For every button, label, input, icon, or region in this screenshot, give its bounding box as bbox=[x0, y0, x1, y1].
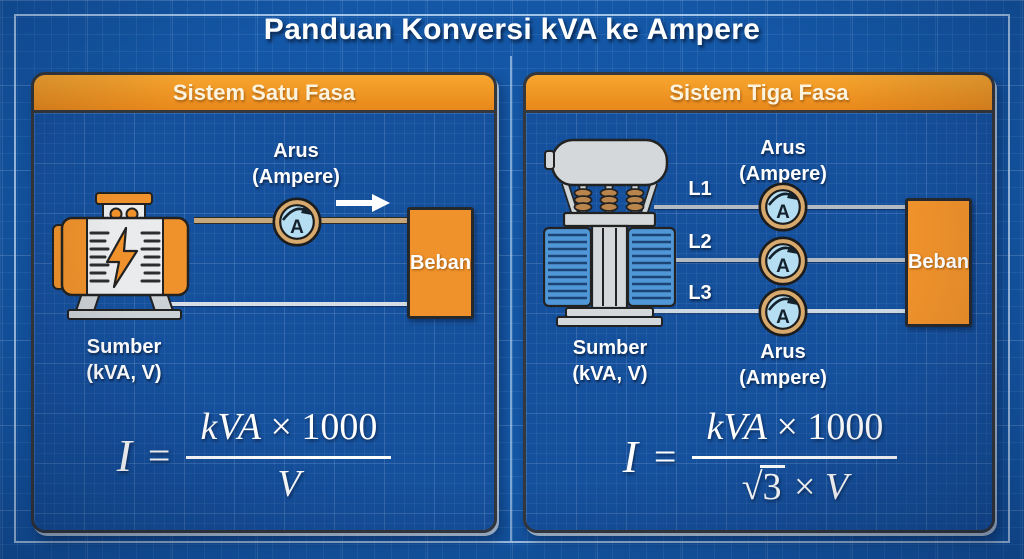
generator-icon bbox=[52, 192, 190, 320]
ammeter-icon-l1: A bbox=[758, 182, 808, 232]
transformer-platform bbox=[556, 316, 663, 327]
needle-arrowhead bbox=[301, 206, 312, 215]
flow-arrow-icon bbox=[336, 194, 390, 212]
current-label-bottom: Arus (Ampere) bbox=[739, 341, 827, 390]
transformer-base bbox=[565, 307, 654, 318]
current-label-top: Arus (Ampere) bbox=[739, 137, 827, 186]
panel-single-phase: Sistem Satu Fasa Arus (Ampere) bbox=[31, 72, 497, 533]
transformer-icon bbox=[543, 138, 676, 327]
panel-three-phase: Sistem Tiga Fasa Arus (Ampere) bbox=[523, 72, 995, 533]
ammeter-glyph: A bbox=[290, 217, 304, 238]
ammeter-icon-l2: A bbox=[758, 236, 808, 286]
ammeter-glyph: A bbox=[776, 202, 790, 223]
ammeter-icon: A bbox=[272, 197, 322, 247]
load-box: Beban bbox=[905, 198, 972, 327]
ammeter-glyph: A bbox=[776, 307, 790, 328]
three-phase-formula: I = kVA × 1000 √3 × V bbox=[560, 403, 960, 511]
ammeter-icon-l3: A bbox=[758, 287, 808, 337]
generator-base bbox=[67, 309, 182, 320]
three-phase-diagram: Arus (Ampere) bbox=[526, 113, 992, 530]
vent-lines-right bbox=[140, 231, 161, 283]
radiator-right bbox=[626, 226, 676, 308]
single-phase-formula: I = kVA × 1000 V bbox=[74, 403, 434, 508]
wire-neutral bbox=[167, 302, 407, 306]
source-label: Sumber (kVA, V) bbox=[86, 336, 162, 385]
transformer-collar bbox=[562, 211, 657, 228]
load-label: Beban bbox=[907, 251, 970, 273]
single-phase-diagram: Arus (Ampere) bbox=[34, 113, 494, 530]
load-box: Beban bbox=[407, 207, 474, 319]
single-phase-header: Sistem Satu Fasa bbox=[34, 75, 494, 113]
line-label-l1: L1 bbox=[688, 178, 712, 200]
load-label: Beban bbox=[409, 251, 472, 274]
line-label-l2: L2 bbox=[688, 231, 712, 253]
vent-lines-left bbox=[89, 231, 110, 283]
current-label: Arus (Ampere) bbox=[252, 140, 340, 189]
three-phase-header: Sistem Tiga Fasa bbox=[526, 75, 992, 113]
line-label-l3: L3 bbox=[688, 282, 712, 304]
panel-divider-line bbox=[510, 56, 512, 541]
lightning-bolt-icon bbox=[105, 226, 139, 289]
bushing bbox=[573, 182, 645, 216]
transformer-core bbox=[590, 224, 629, 310]
source-label: Sumber (kVA, V) bbox=[572, 337, 648, 386]
page-title: Panduan Konversi kVA ke Ampere bbox=[263, 13, 761, 46]
ammeter-glyph: A bbox=[776, 256, 790, 277]
radiator-left bbox=[543, 226, 593, 308]
generator-top-cap bbox=[95, 192, 153, 205]
transformer-tank bbox=[550, 138, 669, 187]
